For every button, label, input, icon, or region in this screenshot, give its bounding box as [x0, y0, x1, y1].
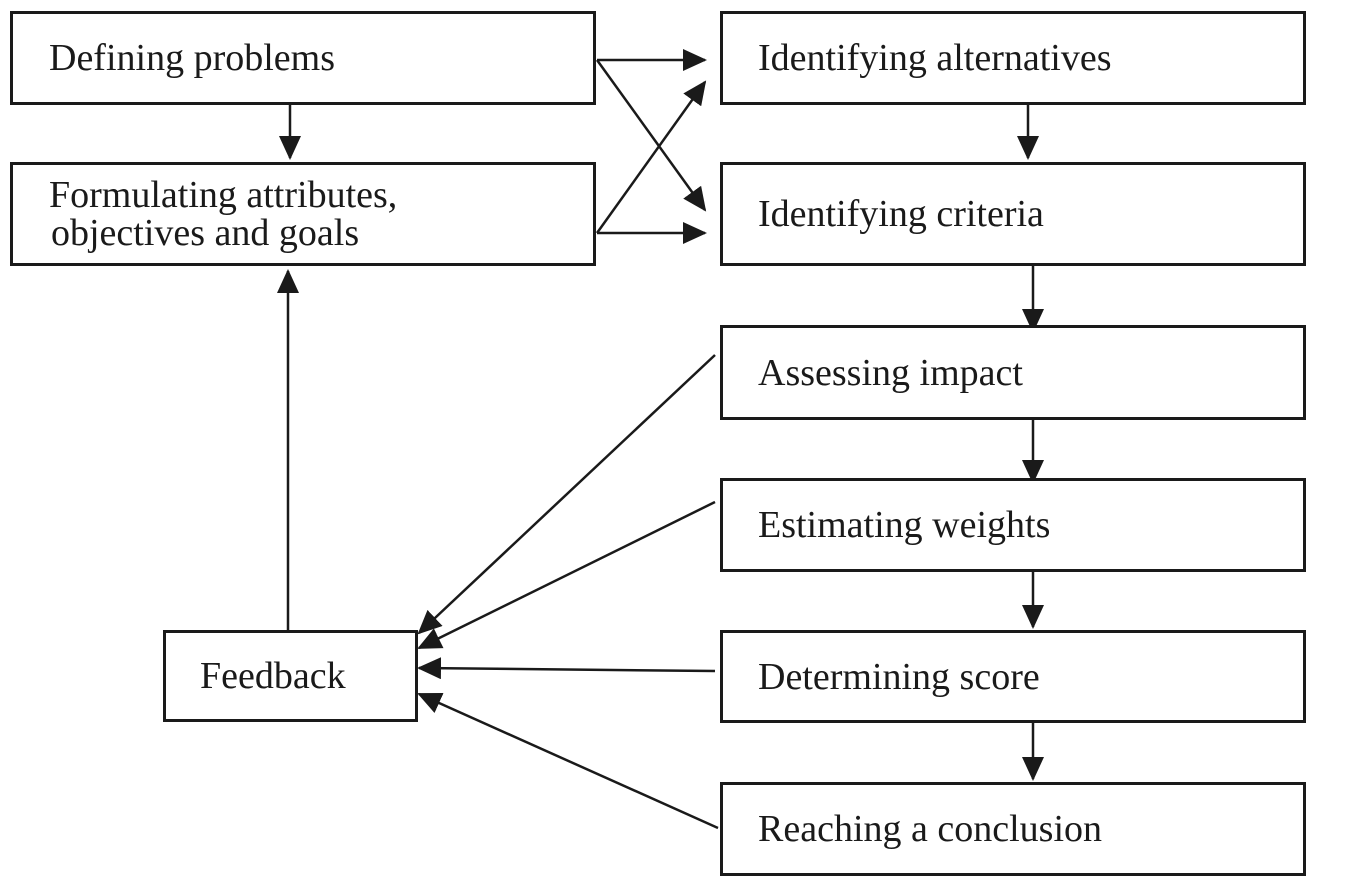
arrow-assessing-to-feedback	[417, 354, 716, 635]
label-determining-score: Determining score	[758, 655, 1040, 698]
label-identifying-criteria: Identifying criteria	[758, 193, 1044, 235]
label-formulating-line2: objectives and goals	[51, 212, 360, 254]
box-reaching-conclusion: Reaching a conclusion	[720, 782, 1306, 876]
box-estimating-weights: Estimating weights	[720, 478, 1306, 572]
arrow-formulating-to-alternatives	[595, 80, 707, 234]
box-assessing-impact: Assessing impact	[720, 325, 1306, 420]
arrow-reaching-to-feedback	[417, 692, 719, 830]
arrow-defining-to-criteria	[595, 59, 707, 212]
arrow-determining-to-feedback	[417, 657, 716, 680]
box-identifying-criteria: Identifying criteria	[720, 162, 1306, 266]
box-determining-score: Determining score	[720, 630, 1306, 723]
box-defining-problems: Defining problems	[10, 11, 596, 105]
label-assessing-impact: Assessing impact	[758, 351, 1023, 394]
label-estimating-weights: Estimating weights	[758, 504, 1051, 546]
box-feedback: Feedback	[163, 630, 418, 722]
box-identifying-alternatives: Identifying alternatives	[720, 11, 1306, 105]
box-formulating-attributes: Formulating attributes, objectives and g…	[10, 162, 596, 266]
label-formulating-line1: Formulating attributes,	[49, 174, 398, 216]
label-defining-problems: Defining problems	[49, 37, 336, 79]
label-reaching-conclusion: Reaching a conclusion	[758, 808, 1103, 850]
label-identifying-alternatives: Identifying alternatives	[758, 37, 1112, 79]
label-formulating-attributes: Formulating attributes, objectives and g…	[49, 176, 397, 252]
arrow-estimating-to-feedback	[417, 500, 716, 650]
label-feedback: Feedback	[200, 655, 346, 697]
